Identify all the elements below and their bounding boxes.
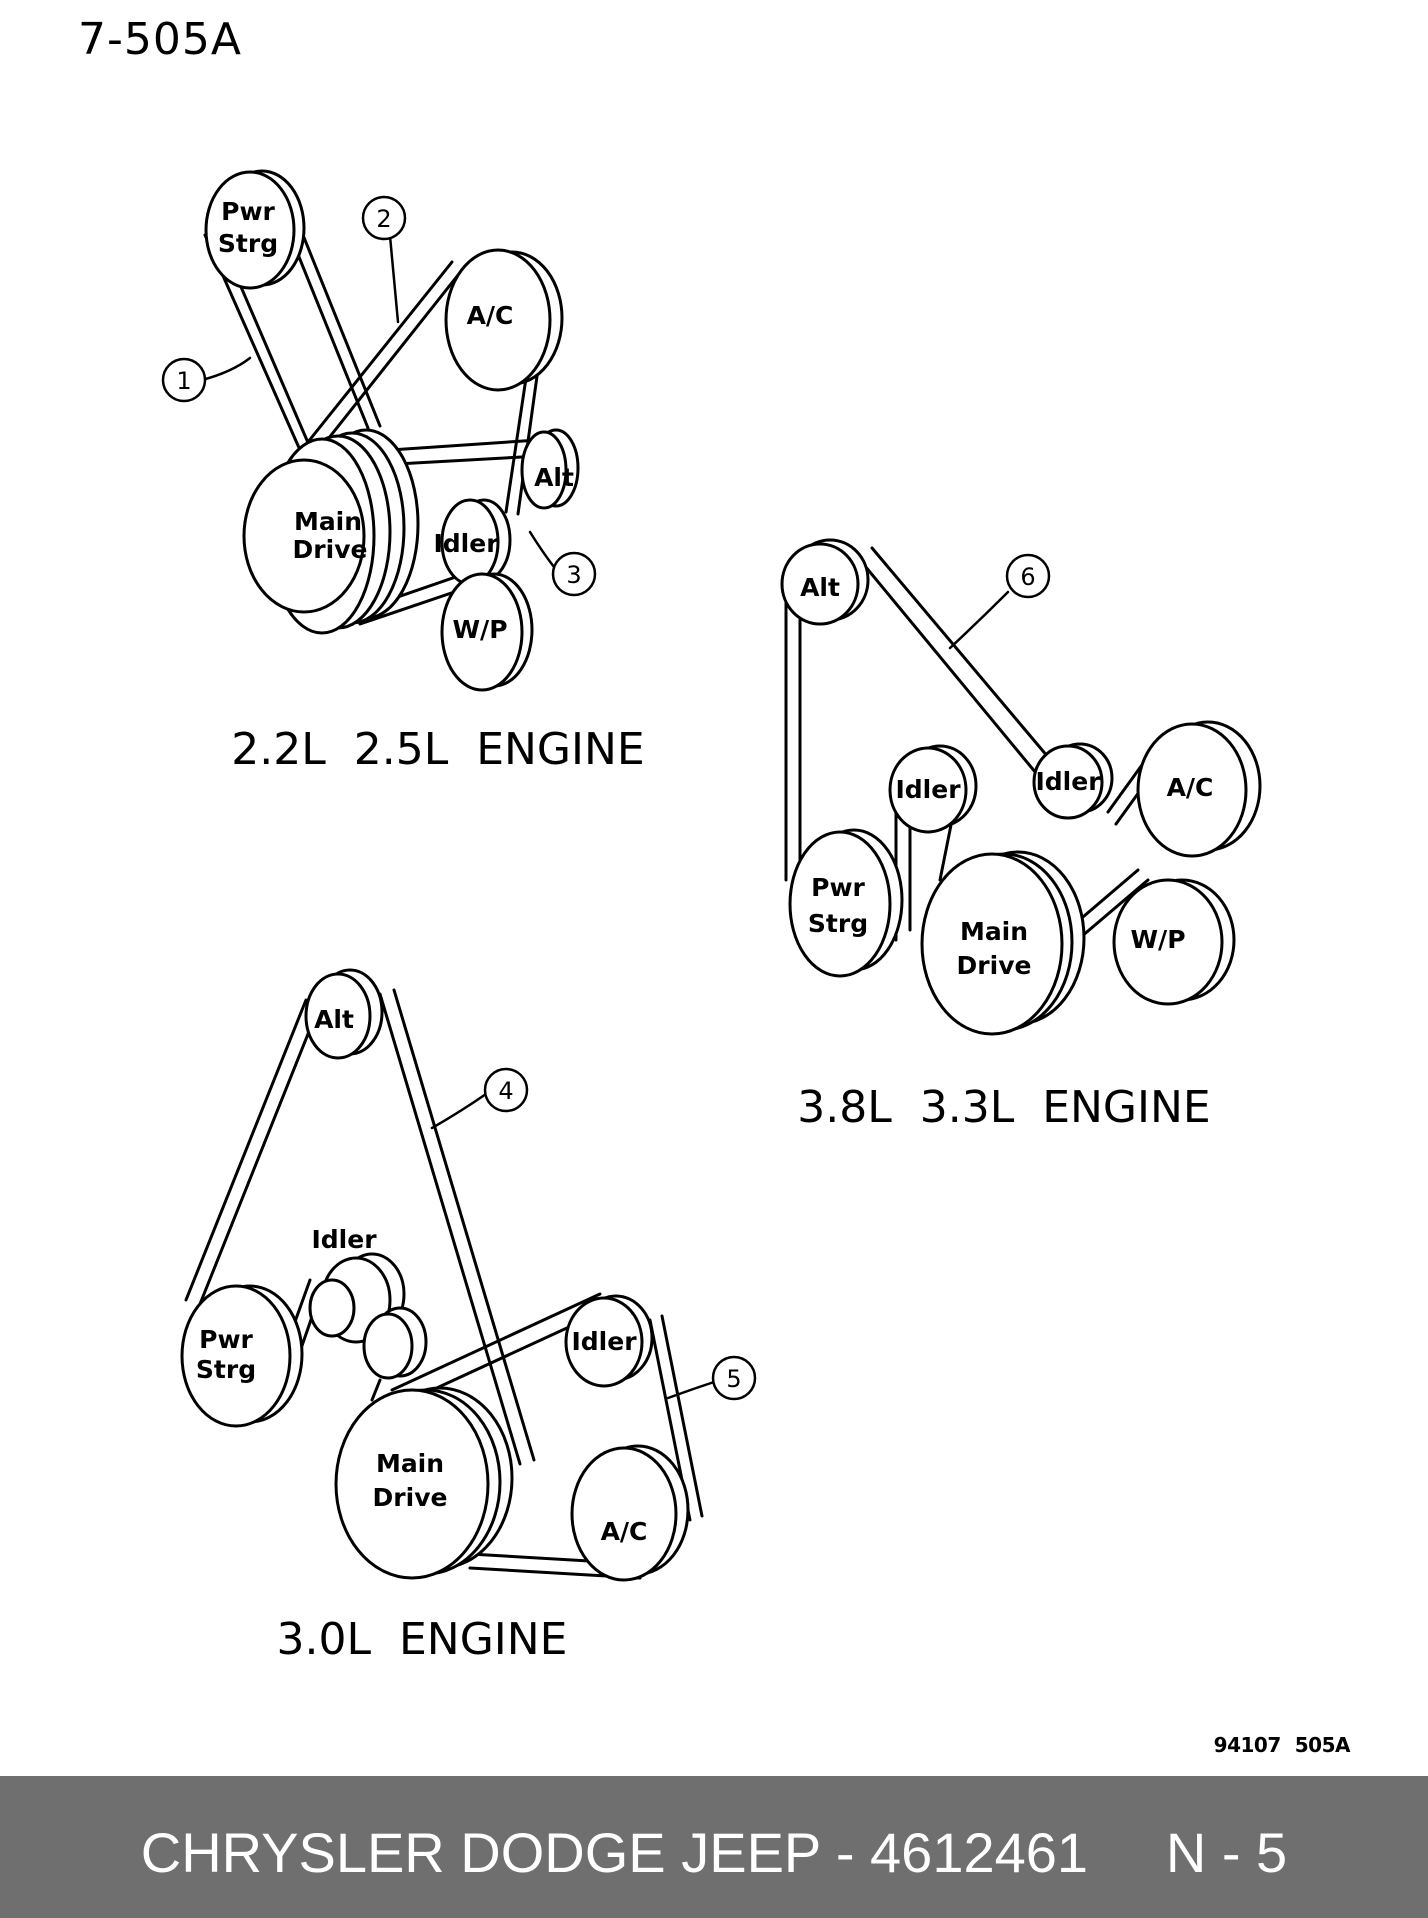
callout-number: 1 [176,367,191,395]
pulley-label: Alt [314,1005,354,1034]
pulley-alt-3-8l [780,538,870,626]
callout-leaders-3-8l [948,590,1010,650]
engine-label-3-0l: 3.0L ENGINE [277,1614,568,1665]
pulley-alt-2-2l [520,428,580,510]
pulley-ac-2-2l [444,248,564,392]
pulley-label: Pwr [811,873,865,902]
callout-leaders-3-0l [430,1092,716,1400]
pulley-label: Alt [800,573,840,602]
pulley-label: Main [376,1449,444,1478]
footer-text: CHRYSLER DODGE JEEP - 4612461 N - 5 [140,1821,1288,1884]
engine-label-2-2l: 2.2L 2.5L ENGINE [231,724,644,775]
pulley-pwr-strg-2-2l [204,169,306,290]
callout-number: 6 [1020,563,1035,591]
pulley-label: Idler [1035,767,1101,796]
callout-circles-3-8l [1005,553,1051,599]
pulley-main-drive-3-0l [334,1386,514,1580]
pulley-main-drive-3-8l [920,850,1086,1036]
pulley-wp-2-2l [440,572,534,692]
pulley-label: Pwr [221,197,275,226]
pulley-pwr-strg-3-0l [180,1284,304,1428]
callout-number: 2 [376,205,391,233]
pulley-label: Drive [957,951,1032,980]
pulley-label: W/P [1130,925,1185,954]
callout-circles-2-2l [161,195,597,597]
pulley-label: Idler [433,529,499,558]
pulley-label: Idler [895,775,961,804]
pulley-pwr-strg-3-8l [788,828,904,978]
callout-circles-3-0l [483,1067,757,1401]
engine-group-3-0l [180,968,757,1582]
pulley-label: Strg [218,229,278,258]
pulley-ac-3-0l [570,1444,690,1582]
pulley-alt-3-0l [304,968,384,1060]
engine-group-3-8l-3-3l [780,538,1262,1036]
pulley-main-drive-2-2l [242,428,420,635]
pulley-label: Drive [373,1483,448,1512]
pulley-label: Alt [534,463,574,492]
diagram-page: 7-505A [78,14,1351,1757]
engine-label-3-8l: 3.8L 3.3L ENGINE [797,1082,1210,1133]
pulley-ac-3-8l [1136,720,1262,858]
pulley-label: Idler [571,1327,637,1356]
diagram-code: 7-505A [78,14,242,65]
pulley-label: A/C [601,1517,648,1546]
pulley-label: Strg [808,909,868,938]
pulley-label: W/P [452,615,507,644]
pulley-idler-right-3-8l [1032,742,1114,820]
callout-number: 5 [726,1365,741,1393]
pulley-label: Main [294,507,362,536]
pulley-label: A/C [467,301,514,330]
footer-bar: CHRYSLER DODGE JEEP - 4612461 N - 5 [0,1776,1428,1918]
pulley-label: Drive [293,535,368,564]
pulley-label: Main [960,917,1028,946]
pulley-idler-left-3-8l [888,744,978,834]
ref-code-part: 94107 [1213,1733,1282,1757]
pulley-label: Idler [311,1225,377,1254]
pulley-label: Strg [196,1355,256,1384]
pulley-wp-3-8l [1112,878,1236,1006]
pulley-label: Pwr [199,1325,253,1354]
ref-code-part: 505A [1294,1733,1351,1757]
diagram-reference-code: 94107 505A [1200,1733,1351,1757]
pulley-idler-2-2l [440,498,512,586]
pulley-idler-right-3-0l [564,1294,654,1388]
belt-routing-diagram: Pwr Strg A/C Alt Main Drive Idler W/P 1 … [161,169,1262,1665]
callout-number: 3 [566,561,581,589]
callout-number: 4 [498,1077,513,1105]
pulley-idler-top-3-0l [308,1252,428,1380]
pulley-label: A/C [1167,773,1214,802]
engine-group-2-2l-2-5l [161,169,597,692]
